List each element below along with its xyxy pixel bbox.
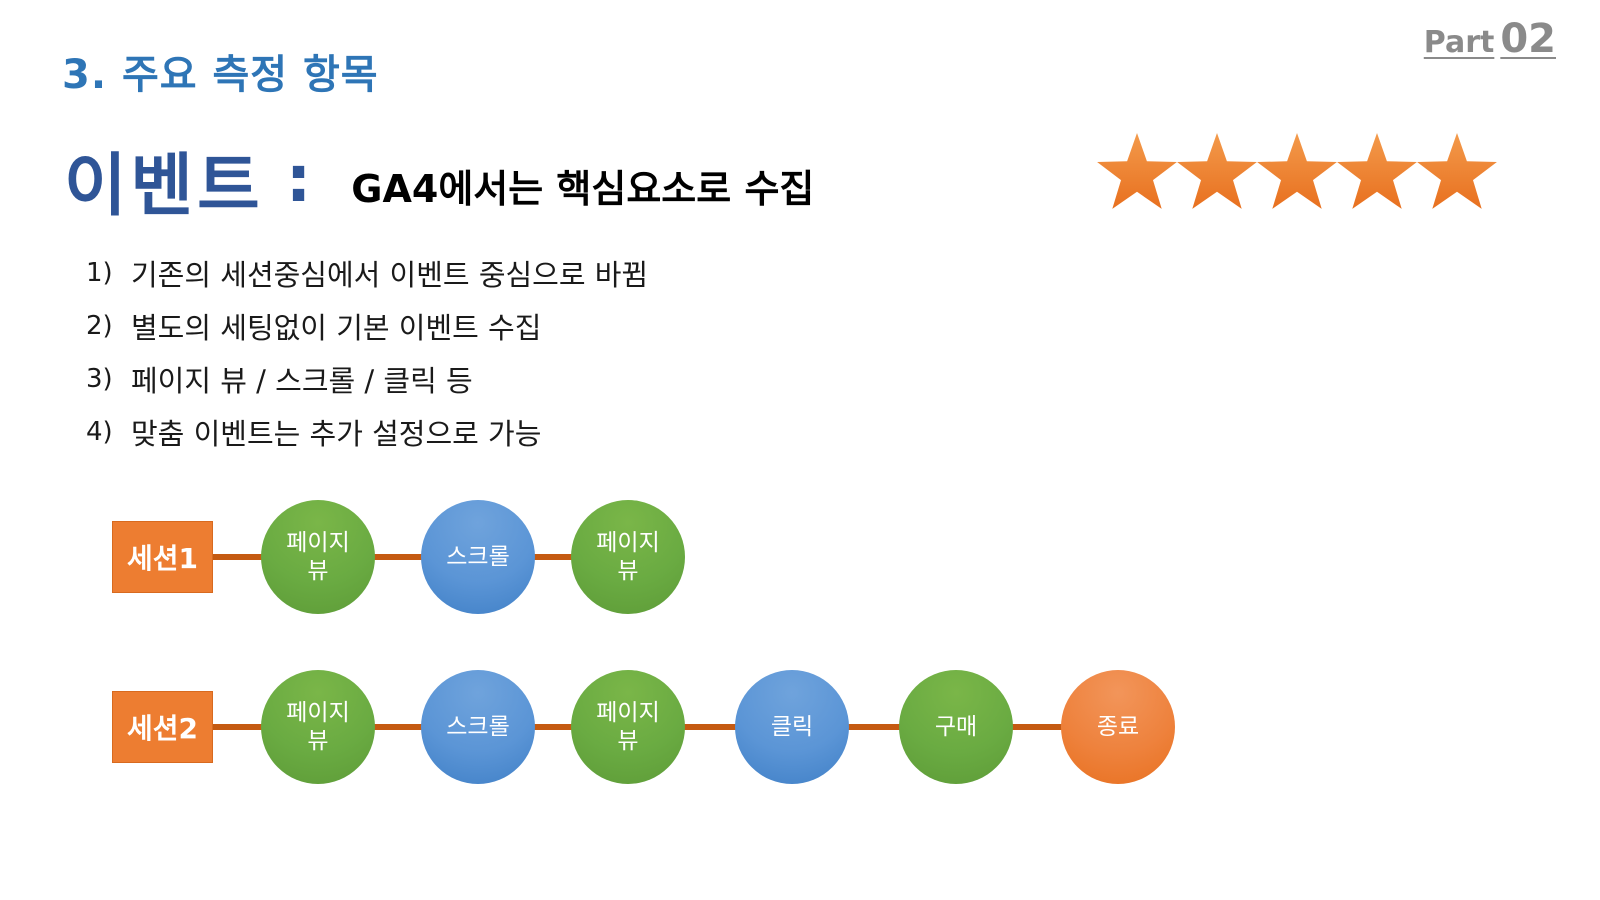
heading-subtitle: GA4에서는 핵심요소로 수집 (351, 167, 815, 211)
list-item-text: 별도의 세팅없이 기본 이벤트 수집 (131, 310, 542, 345)
event-node-page-view: 페이지 뷰 (571, 500, 685, 614)
list-item: 3) 페이지 뷰 / 스크롤 / 클릭 등 (86, 352, 648, 405)
main-heading: 이벤트 : GA4에서는 핵심요소로 수집 (64, 130, 814, 229)
session-label: 세션1 (112, 521, 213, 593)
event-node-end: 종료 (1061, 670, 1175, 784)
session-label: 세션2 (112, 691, 213, 763)
list-item-text: 맞춤 이벤트는 추가 설정으로 가능 (131, 416, 542, 451)
event-node-scroll: 스크롤 (421, 500, 535, 614)
star-rating (1097, 133, 1497, 209)
session-flow-2: 세션2 페이지 뷰 스크롤 페이지 뷰 클릭 구매 종료 (0, 670, 1600, 784)
part-number: 02 (1500, 16, 1556, 62)
connector-line (212, 554, 574, 560)
event-node-page-view: 페이지 뷰 (571, 670, 685, 784)
session-flow-1: 세션1 페이지 뷰 스크롤 페이지 뷰 (0, 500, 1600, 614)
star-icon (1097, 133, 1177, 209)
section-title: 3. 주요 측정 항목 (62, 52, 379, 98)
list-item: 2) 별도의 세팅없이 기본 이벤트 수집 (86, 299, 648, 352)
star-icon (1177, 133, 1257, 209)
list-item-text: 기존의 세션중심에서 이벤트 중심으로 바뀜 (131, 257, 649, 292)
list-item-number: 2) (86, 310, 113, 341)
event-node-scroll: 스크롤 (421, 670, 535, 784)
list-item-number: 3) (86, 363, 113, 394)
event-node-page-view: 페이지 뷰 (261, 670, 375, 784)
event-node-page-view: 페이지 뷰 (261, 500, 375, 614)
heading-main: 이벤트 (64, 147, 264, 226)
part-word: Part (1423, 25, 1495, 60)
list-item: 4) 맞춤 이벤트는 추가 설정으로 가능 (86, 405, 648, 458)
star-icon (1337, 133, 1417, 209)
list-item-number: 4) (86, 416, 113, 447)
list-item: 1) 기존의 세션중심에서 이벤트 중심으로 바뀜 (86, 246, 648, 299)
event-node-purchase: 구매 (899, 670, 1013, 784)
bullet-list: 1) 기존의 세션중심에서 이벤트 중심으로 바뀜 2) 별도의 세팅없이 기본… (86, 246, 648, 458)
star-icon (1417, 133, 1497, 209)
list-item-number: 1) (86, 257, 113, 288)
list-item-text: 페이지 뷰 / 스크롤 / 클릭 등 (131, 363, 473, 398)
heading-colon: : (285, 142, 312, 217)
event-node-click: 클릭 (735, 670, 849, 784)
star-icon (1257, 133, 1337, 209)
